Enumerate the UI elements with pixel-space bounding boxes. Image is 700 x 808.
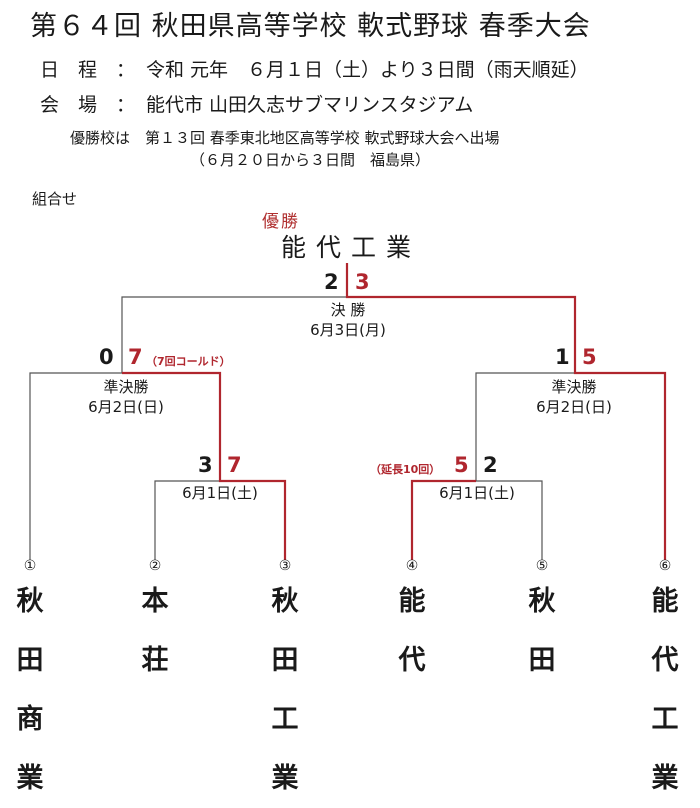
line-semi-left-loser (29, 372, 122, 560)
final-score-right: 3 (355, 270, 370, 294)
first-left-score-right: 7 (227, 453, 242, 477)
semi-right-title: 準決勝 (551, 378, 597, 396)
schedule-label: 日 程 (40, 59, 98, 81)
team-name-akita-kogyo: 秋 田 工 業 (265, 572, 305, 808)
team-char: 代 (651, 645, 679, 676)
line-first-left-winner (122, 371, 287, 560)
team-char: 田 (271, 645, 299, 676)
semi-right-score-left: 1 (555, 345, 570, 369)
team-char: 工 (651, 704, 679, 735)
team-number-3: ③ (278, 558, 292, 574)
champion-label: 優勝 (262, 212, 300, 232)
line-first-left-loser (154, 480, 220, 560)
team-name-akita-shogyo: 秋 田 商 業 (10, 572, 50, 808)
team-char: 業 (651, 763, 679, 794)
team-number-5: ⑤ (535, 558, 549, 574)
final-date: 6月3日(月) (310, 321, 386, 339)
line-first-right-loser (476, 480, 543, 560)
line-first-right-winner (410, 479, 476, 560)
first-right-score-right: 2 (483, 453, 498, 477)
semi-left-score-right: 7 (128, 345, 143, 369)
qualification-note: 優勝校は 第１３回 春季東北地区高等学校 軟式野球大会へ出場 (70, 129, 500, 147)
team-char: 業 (271, 763, 299, 794)
first-left-date: 6月1日(土) (182, 484, 258, 502)
team-char: 商 (16, 704, 44, 735)
team-number-6: ⑥ (658, 558, 672, 574)
semi-left-title: 準決勝 (103, 378, 149, 396)
bracket-label: 組合せ (32, 190, 78, 208)
semi-left-date: 6月2日(日) (88, 398, 164, 416)
team-char: 本 (141, 586, 169, 617)
team-char: 秋 (271, 586, 299, 617)
semi-left-score-left: 0 (99, 345, 114, 369)
team-name-honjo: 本 荘 (135, 572, 175, 690)
team-char: 代 (398, 645, 426, 676)
schedule-value: 令和 元年 ６月１日（土）より３日間（雨天順延） (146, 59, 589, 81)
team-number-4: ④ (405, 558, 419, 574)
team-char: 工 (271, 704, 299, 735)
semi-right-date: 6月2日(日) (536, 398, 612, 416)
team-char: 秋 (528, 586, 556, 617)
team-char: 秋 (16, 586, 44, 617)
semi-right-score-right: 5 (582, 345, 597, 369)
team-name-noshiro-kogyo: 能 代 工 業 (645, 572, 685, 808)
line-semi-right-loser (475, 372, 575, 481)
final-score-left: 2 (324, 270, 339, 294)
team-char: 田 (528, 645, 556, 676)
team-char: 能 (398, 586, 426, 617)
venue-value: 能代市 山田久志サブマリンスタジアム (146, 94, 474, 116)
schedule-separator: ： (116, 59, 136, 81)
team-char: 業 (16, 763, 44, 794)
team-number-2: ② (148, 558, 162, 574)
first-left-score-left: 3 (198, 453, 213, 477)
team-number-1: ① (23, 558, 37, 574)
team-char: 荘 (141, 645, 169, 676)
line-semi-right-winner (345, 263, 667, 560)
team-char: 能 (651, 586, 679, 617)
team-name-akita: 秋 田 (522, 572, 562, 690)
first-right-date: 6月1日(土) (439, 484, 515, 502)
first-right-score-left: 5 (454, 453, 469, 477)
team-name-noshiro: 能 代 (392, 572, 432, 690)
semi-left-note: （7回コールド） (146, 355, 231, 368)
qualification-dates: （６月２０日から３日間 福島県） (190, 151, 431, 169)
venue-separator: ： (116, 94, 136, 116)
final-title: 決 勝 (330, 301, 366, 319)
team-char: 田 (16, 645, 44, 676)
champion-name: 能代工業 (281, 233, 422, 262)
first-right-note: （延長10回） (370, 463, 441, 476)
venue-label: 会 場 (40, 94, 98, 116)
page-title: 第６４回 秋田県高等学校 軟式野球 春季大会 (30, 11, 591, 42)
